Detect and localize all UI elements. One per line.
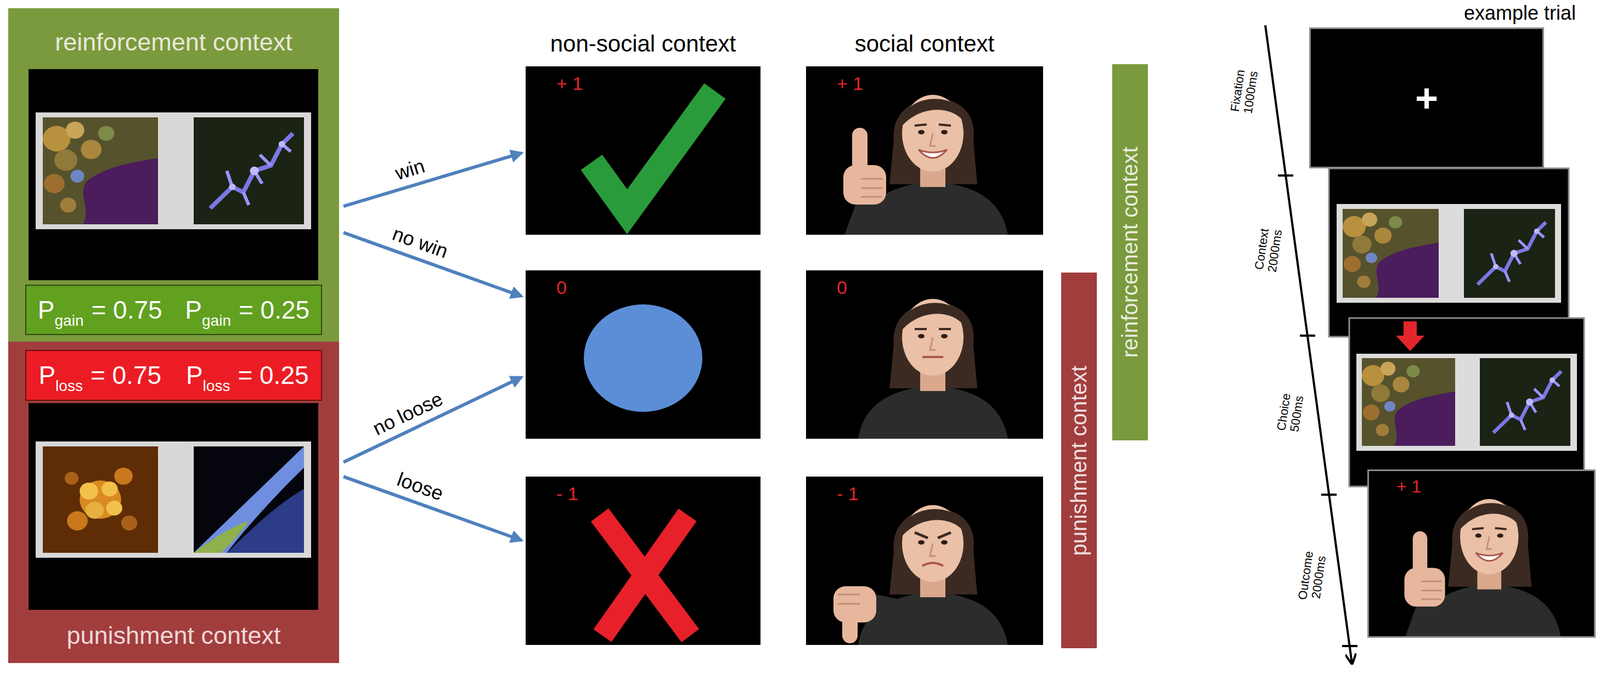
phase-label: Outcome 2000ms: [1296, 550, 1329, 603]
stimulus-image: [42, 117, 159, 225]
feedback-panel: - 1: [525, 476, 761, 646]
time-tick: [1342, 645, 1358, 648]
column-heading: non-social context: [550, 30, 737, 58]
choice-arrow: [1395, 321, 1425, 352]
probability-term: Pgain= 0.25: [184, 295, 310, 325]
probability-term: Ploss= 0.25: [186, 361, 309, 391]
cross-mark: [599, 515, 691, 636]
node-text: punishment context: [1066, 365, 1092, 556]
stimulus-image: [42, 446, 159, 554]
node-text: 0: [556, 277, 567, 299]
context-screen: [1328, 168, 1569, 337]
time-tick: [1299, 334, 1316, 337]
context-bar: punishment context: [1061, 272, 1097, 649]
fixation-screen: +: [1309, 27, 1545, 169]
feedback-panel: - 1: [806, 476, 1044, 646]
probability-term: Pgain= 0.75: [37, 295, 163, 325]
node-text: = 0.75: [90, 361, 162, 391]
arrow-label: loose: [391, 467, 449, 507]
outcome-arrow: [343, 377, 522, 463]
column-heading: social context: [854, 30, 995, 58]
face-photo: [843, 94, 1008, 235]
node-text: P: [186, 361, 204, 391]
phase-label: Fixation 1000ms: [1228, 68, 1261, 115]
node-text: P: [184, 295, 202, 325]
stimulus-image: [35, 441, 312, 559]
stimulus-image: [193, 117, 304, 225]
choice-screen: [1479, 358, 1571, 447]
phase-label: Choice 500ms: [1274, 392, 1306, 435]
feedback-panel: 0: [806, 270, 1044, 439]
face-photo: [833, 505, 1008, 646]
feedback-panel: + 1: [525, 66, 761, 235]
node-text: +: [1415, 78, 1439, 118]
node-text: - 1: [836, 483, 859, 505]
node-text: punishment context: [66, 621, 281, 651]
node-text: P: [38, 361, 56, 391]
time-tick: [1321, 493, 1337, 497]
context-screen: [1342, 209, 1439, 298]
choice-screen: [1349, 318, 1585, 487]
stimulus-image: [35, 112, 312, 230]
node-text: = 0.25: [237, 361, 309, 391]
node-text: + 1: [836, 72, 864, 95]
choice-screen: [1349, 318, 1585, 487]
context-panel: punishment contextPloss= 0.75Ploss= 0.25: [8, 341, 340, 664]
neutral-circle: [583, 304, 703, 413]
face-photo: [858, 299, 1008, 439]
time-tick: [1277, 174, 1294, 177]
node-text: reinforcement context: [1117, 147, 1143, 359]
context-bar: reinforcement context: [1112, 64, 1148, 441]
node-text: + 1: [1396, 476, 1422, 498]
probability-term: Ploss= 0.75: [38, 361, 162, 391]
context-screen: [1336, 204, 1562, 303]
node-text: P: [37, 295, 55, 325]
node-text: 0: [836, 277, 848, 299]
arrow-label: no loose: [367, 386, 449, 441]
feedback-panel: 0: [525, 270, 761, 439]
context-screen: [1328, 168, 1569, 337]
arrow-label: win: [390, 153, 430, 185]
node-text: reinforcement context: [54, 27, 293, 57]
node-text: loss: [55, 377, 83, 396]
probability-box: Ploss= 0.75Ploss= 0.25: [25, 350, 323, 402]
stimulus-image: [193, 446, 304, 554]
node-text: = 0.75: [91, 295, 162, 325]
probability-box: Pgain= 0.75Pgain= 0.25: [25, 284, 323, 336]
stimulus-image: [28, 69, 319, 281]
outcome-arrow: [343, 153, 522, 207]
outcome-screen: + 1: [1367, 469, 1596, 639]
arrow-label: no win: [387, 221, 453, 264]
context-panel: reinforcement contextPgain= 0.75Pgain= 0…: [8, 8, 340, 342]
phase-label: Context 2000ms: [1252, 227, 1286, 274]
node-text: + 1: [556, 72, 583, 95]
face-photo: [1404, 499, 1562, 637]
check-mark: [591, 91, 715, 212]
context-screen: [1463, 209, 1556, 298]
node-text: gain: [201, 312, 232, 330]
panel-title: example trial: [1463, 1, 1576, 25]
node-text: loss: [203, 377, 231, 396]
feedback-panel: + 1: [806, 66, 1044, 235]
node-text: = 0.25: [238, 295, 310, 325]
choice-screen: [1361, 358, 1456, 447]
choice-screen: [1356, 353, 1577, 452]
node-text: gain: [54, 312, 84, 330]
node-text: - 1: [556, 483, 579, 505]
stimulus-image: [28, 403, 319, 611]
